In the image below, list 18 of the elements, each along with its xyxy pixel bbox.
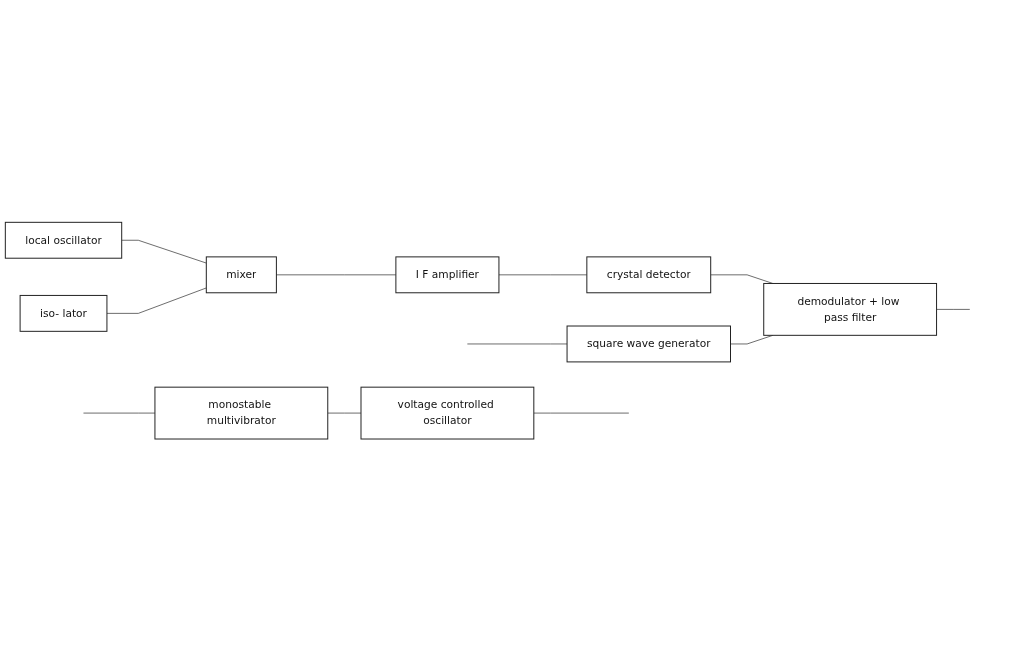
connector [498, 274, 588, 275]
connector [106, 287, 207, 314]
connector [83, 412, 156, 414]
connector [533, 412, 630, 414]
node-box: iso- lator [19, 294, 108, 332]
connector [327, 412, 362, 414]
node-box: square wave generator [566, 325, 731, 363]
node-box: monostable multivibrator [154, 386, 329, 440]
connector [467, 343, 568, 345]
node-box: mixer [205, 256, 277, 294]
connector [121, 239, 207, 264]
node-box: I F amplifier [395, 256, 500, 294]
node-box: local oscillator [4, 221, 123, 259]
connector [276, 274, 397, 275]
connector [936, 308, 971, 310]
node-box: demodulator + low pass filter [763, 282, 938, 336]
node-box: voltage controlled oscillator [360, 386, 535, 440]
node-box: crystal detector [586, 256, 712, 294]
